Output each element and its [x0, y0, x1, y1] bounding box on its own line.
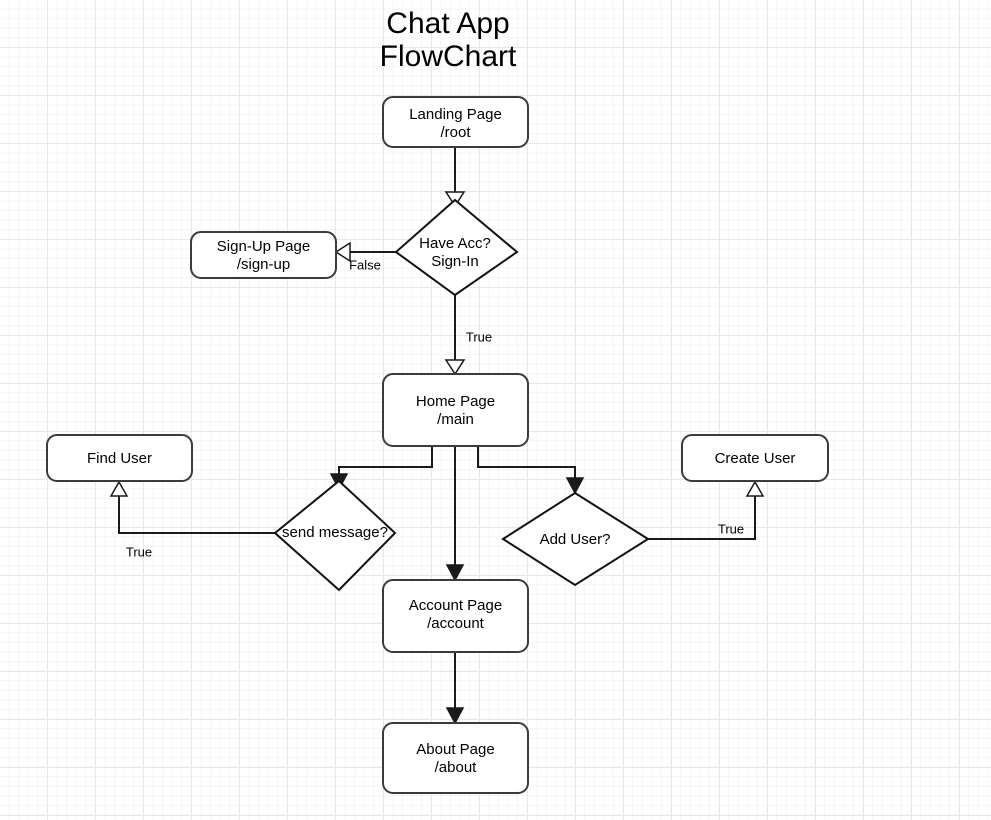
- edge-label-true-send-message: True: [126, 544, 152, 559]
- node-account-page-line1: Account Page: [409, 597, 502, 614]
- node-account-page[interactable]: Account Page /account: [382, 579, 529, 653]
- node-find-user-label: Find User: [87, 450, 152, 467]
- node-home-page-box[interactable]: [382, 373, 529, 447]
- decision-send-message-label: send message?: [282, 524, 388, 541]
- edge-label-true-add-user: True: [718, 521, 744, 536]
- edge-home-to-add-user: [477, 446, 585, 495]
- node-create-user[interactable]: Create User: [681, 434, 829, 482]
- node-account-page-box[interactable]: [382, 579, 529, 653]
- decision-have-account-line1: Have Acc?: [419, 235, 491, 252]
- node-landing-page-line2: /root: [440, 124, 471, 141]
- node-about-page[interactable]: About Page /about: [382, 722, 529, 794]
- edge-label-true-have-acc: True: [466, 329, 492, 344]
- chart-title: Chat App FlowChart: [380, 7, 517, 73]
- node-home-page-line1: Home Page: [416, 393, 495, 410]
- edge-have-acc-true-to-home: True: [444, 295, 492, 376]
- decision-have-account-line2: Sign-In: [431, 253, 479, 270]
- node-find-user[interactable]: Find User: [46, 434, 193, 482]
- node-home-page[interactable]: Home Page /main: [382, 373, 529, 447]
- edge-send-message-true-to-find-user: True: [109, 480, 275, 559]
- node-about-page-line2: /about: [435, 759, 478, 776]
- node-signup-page-box[interactable]: [190, 231, 337, 279]
- edge-have-acc-false-to-signup: False: [334, 241, 396, 272]
- node-create-user-label: Create User: [715, 450, 796, 467]
- edge-home-to-account: [445, 446, 465, 582]
- decision-add-user[interactable]: Add User?: [501, 491, 650, 587]
- decision-have-account[interactable]: Have Acc? Sign-In: [394, 198, 519, 297]
- node-create-user-box[interactable]: [681, 434, 829, 482]
- edge-label-false: False: [349, 257, 381, 272]
- decision-add-user-diamond[interactable]: [501, 491, 650, 587]
- chart-title-line1: Chat App: [386, 7, 509, 40]
- node-signup-page-line2: /sign-up: [237, 256, 290, 273]
- node-account-page-line2: /account: [427, 615, 485, 632]
- node-landing-page[interactable]: Landing Page /root: [382, 96, 529, 148]
- edge-account-to-about: [445, 652, 465, 725]
- node-signup-page-line1: Sign-Up Page: [217, 238, 310, 255]
- edge-add-user-true-to-create-user: True: [648, 480, 765, 540]
- node-about-page-line1: About Page: [416, 741, 494, 758]
- decision-have-account-diamond[interactable]: [394, 198, 519, 297]
- edge-home-to-send-message: [329, 446, 433, 491]
- node-landing-page-line1: Landing Page: [409, 106, 502, 123]
- node-find-user-box[interactable]: [46, 434, 193, 482]
- node-landing-page-box[interactable]: [382, 96, 529, 148]
- decision-send-message[interactable]: send message?: [273, 479, 397, 592]
- chart-title-line2: FlowChart: [380, 40, 517, 73]
- node-signup-page[interactable]: Sign-Up Page /sign-up: [190, 231, 337, 279]
- decision-send-message-diamond[interactable]: [273, 479, 397, 592]
- node-about-page-box[interactable]: [382, 722, 529, 794]
- node-home-page-line2: /main: [437, 411, 474, 428]
- edge-landing-to-have-acc: [444, 147, 466, 208]
- decision-add-user-label: Add User?: [540, 531, 611, 548]
